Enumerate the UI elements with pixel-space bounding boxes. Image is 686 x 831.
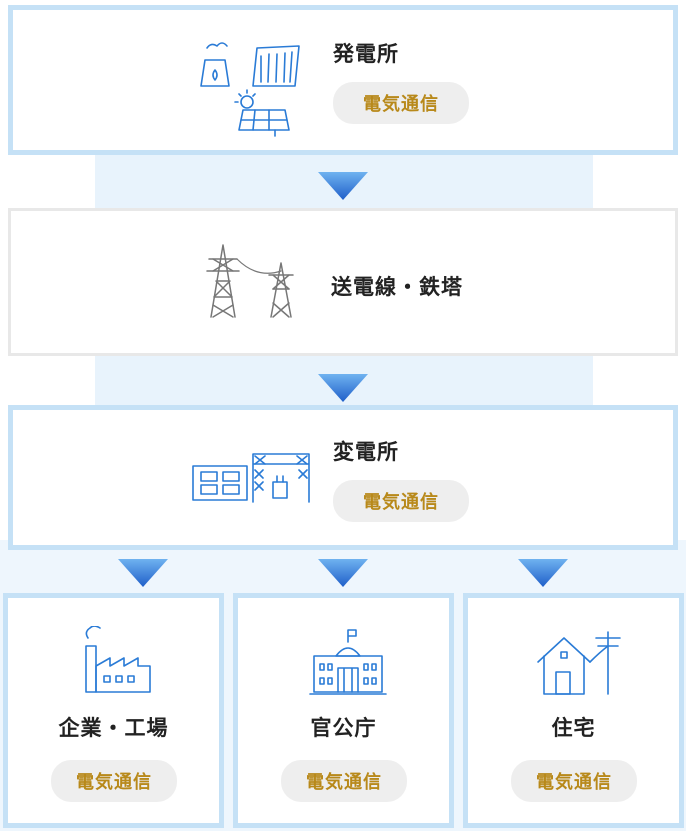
house-box: 住宅 電気通信 — [463, 593, 684, 828]
substation-badge: 電気通信 — [333, 480, 469, 522]
transmission-title: 送電線・鉄塔 — [331, 275, 463, 299]
power-plant-title: 発電所 — [333, 42, 399, 66]
factory-box: 企業・工場 電気通信 — [3, 593, 224, 828]
substation-box: 変電所 電気通信 — [8, 405, 678, 550]
substation-title: 変電所 — [333, 440, 399, 464]
flow-arrow-government — [318, 559, 368, 587]
house-title: 住宅 — [551, 716, 596, 740]
factory-title: 企業・工場 — [58, 716, 169, 740]
house-icon — [534, 628, 624, 702]
transmission-tower-icon — [203, 241, 303, 325]
flow-arrow-1 — [318, 172, 368, 200]
factory-badge: 電気通信 — [51, 760, 177, 802]
factory-icon — [80, 625, 154, 700]
house-badge: 電気通信 — [511, 760, 637, 802]
government-badge: 電気通信 — [281, 760, 407, 802]
government-title: 官公庁 — [310, 716, 377, 740]
power-plant-icon — [195, 38, 305, 142]
transmission-box: 送電線・鉄塔 — [8, 208, 678, 356]
substation-icon — [191, 450, 315, 510]
flow-arrow-2 — [318, 374, 368, 402]
government-box: 官公庁 電気通信 — [233, 593, 454, 828]
power-plant-box: 発電所 電気通信 — [8, 5, 678, 155]
flow-arrow-factory — [118, 559, 168, 587]
government-building-icon — [308, 628, 388, 702]
power-plant-badge: 電気通信 — [333, 82, 469, 124]
flow-arrow-house — [518, 559, 568, 587]
